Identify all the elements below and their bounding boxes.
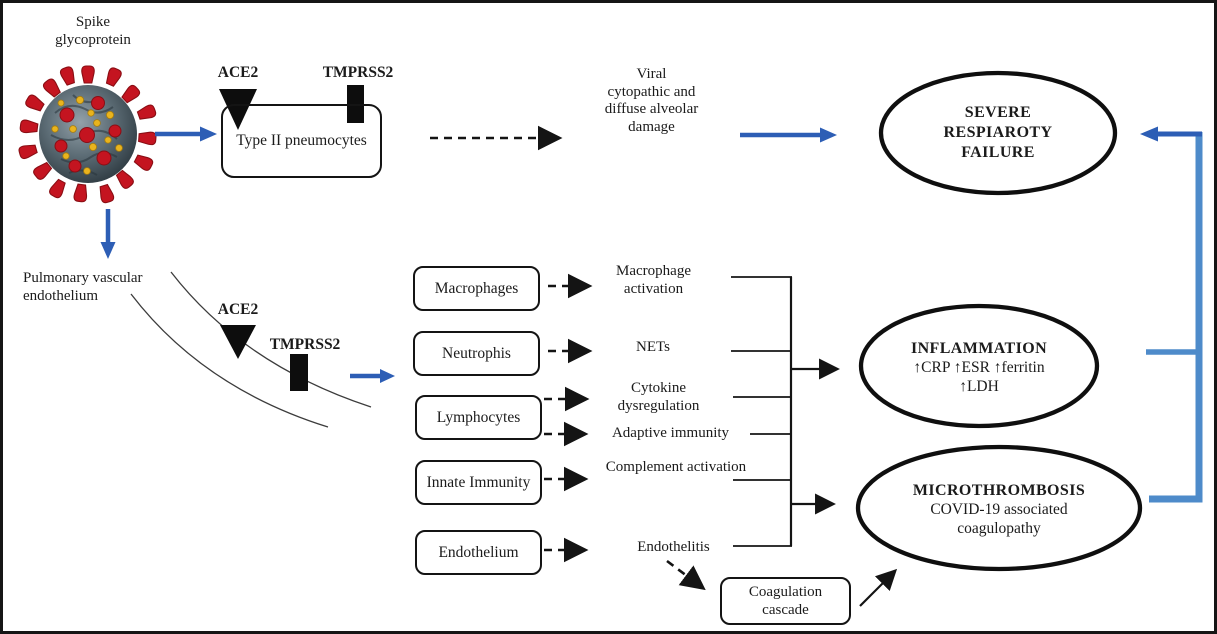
effect-adaptive-immunity: Adaptive immunity: [611, 425, 730, 441]
microthrombosis-sub-line2: coagulopathy: [957, 519, 1041, 537]
cell-box-macrophages: Macrophages: [413, 266, 540, 311]
cell-box-lymphocytes: Lymphocytes: [415, 395, 542, 440]
arrow-vessel-to-cells: [350, 369, 395, 383]
ace2-receptor-triangle-vessel: [220, 325, 256, 359]
sars-cov-2-virion-icon: [17, 65, 158, 205]
microthrombosis-sub-line1: COVID-19 associated: [930, 501, 1068, 518]
effect-connector-lines: [731, 276, 793, 547]
viral-damage-label: Viral cytopathic and diffuse alveolar da…: [604, 66, 699, 135]
arrow-virus-to-endothelium: [100, 209, 116, 259]
dashed-arrows: [430, 125, 706, 591]
severe-respiratory-failure-ellipse: [878, 70, 1118, 196]
cell-box-neutrophils: Neutrophis: [413, 331, 540, 376]
severe-respiratory-failure-text: SEVERE RESPIAROTY FAILURE: [943, 104, 1053, 161]
inflammation-markers-line1: ↑CRP ↑ESR ↑ferritin: [913, 359, 1045, 376]
cell-box-innate-immunity: Innate Immunity: [415, 460, 542, 505]
blue-flow-arrows: [100, 126, 837, 383]
arrow-virus-to-pneumocytes: [155, 126, 217, 142]
effect-complement-activation: Complement activation: [605, 459, 747, 475]
envelope-protein-dots: [51, 96, 123, 175]
effect-macrophage-activation: Macrophage activation: [616, 263, 691, 297]
arrow-coagulation-to-microthrombosis: [859, 568, 898, 607]
tmprss2-label-vessel: TMPRSS2: [269, 336, 341, 353]
effect-nets: NETs: [636, 339, 670, 355]
blue-feedback-bracket: [1140, 126, 1203, 503]
cell-box-endothelium: Endothelium: [415, 530, 542, 575]
vessel-wall-curves: [130, 271, 372, 428]
coagulation-cascade-box: Coagulation cascade: [720, 577, 851, 625]
pulmonary-endothelium-label: Pulmonary vascular endothelium: [23, 270, 143, 304]
inflammation-ellipse: [858, 303, 1100, 429]
dashed-arrow-endothelitis-to-coagulation: [666, 559, 706, 591]
inflammation-title: INFLAMMATION: [910, 340, 1048, 357]
type-ii-pneumocytes-box: Type II pneumocytes: [221, 104, 382, 178]
microthrombosis-text: MICROTHROMBOSIS COVID-19 associated coag…: [893, 481, 1105, 538]
outcome-ellipses: [855, 70, 1143, 572]
ace2-receptor-triangle-pneumocyte: [219, 89, 257, 130]
diagram-lines-layer: [17, 65, 1203, 607]
microthrombosis-title: MICROTHROMBOSIS: [912, 482, 1086, 499]
inflammation-markers-line2: ↑LDH: [959, 377, 999, 395]
effect-endothelitis: Endothelitis: [637, 539, 710, 555]
effect-cytokine-dysregulation: Cytokine dysregulation: [617, 380, 700, 414]
black-arrows: [791, 358, 898, 607]
tmprss2-label-pneumocyte: TMPRSS2: [322, 64, 394, 81]
inflammation-text: INFLAMMATION ↑CRP ↑ESR ↑ferritin ↑LDH: [879, 339, 1079, 396]
microthrombosis-ellipse: [855, 444, 1143, 572]
tmprss2-receptor-bar-vessel: [290, 354, 308, 391]
ace2-label-vessel: ACE2: [217, 301, 259, 318]
bracket-arrow-to-failure: [1140, 126, 1202, 142]
ace2-label-pneumocyte: ACE2: [217, 64, 259, 81]
spike-glycoprotein-label: Spike glycoprotein: [55, 14, 131, 48]
arrow-damage-to-failure: [740, 127, 837, 143]
receptor-shapes: [219, 85, 364, 391]
